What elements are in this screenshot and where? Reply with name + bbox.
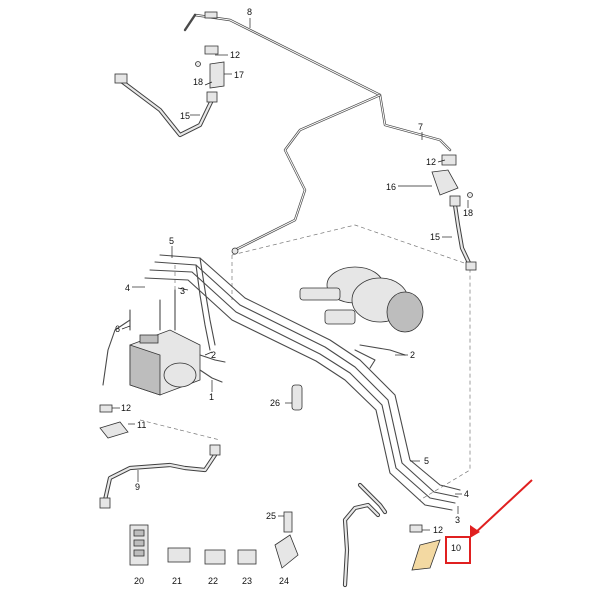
callout-9: 9	[135, 482, 140, 492]
callout-21: 21	[172, 576, 182, 586]
callout-23: 23	[242, 576, 252, 586]
bottom-parts	[129, 511, 299, 569]
brake-hose-15-right	[449, 195, 477, 271]
callout-4: 4	[464, 489, 469, 499]
callout-12: 12	[426, 157, 436, 167]
callout-1: 1	[209, 392, 214, 402]
callout-12: 12	[121, 403, 131, 413]
callout-24: 24	[279, 576, 289, 586]
callout-7: 7	[418, 122, 423, 132]
brake-hose-9	[99, 444, 221, 509]
callout-3: 3	[455, 515, 460, 525]
brake-hose-15-left	[114, 73, 218, 138]
brake-line-8	[183, 11, 452, 152]
highlight-marker	[445, 479, 533, 564]
callout-5: 5	[169, 236, 174, 246]
part-26	[291, 384, 303, 411]
callout-numbers: 8 12 17 18 15 7 12 16 18 15 5 4 3 6 2 1 …	[115, 7, 473, 586]
callout-12: 12	[230, 50, 240, 60]
brake-booster	[299, 266, 424, 369]
callout-26: 26	[270, 398, 280, 408]
callout-2: 2	[410, 350, 415, 360]
brake-line-7	[231, 93, 382, 255]
callout-2: 2	[211, 350, 216, 360]
part-21	[167, 547, 191, 563]
bracket-17	[195, 45, 225, 89]
abs-unit	[102, 289, 226, 396]
brake-hose-center	[342, 482, 388, 588]
leader-lines	[112, 18, 469, 531]
callout-10: 10	[451, 543, 461, 553]
bracket-10	[409, 524, 441, 571]
callout-6: 6	[115, 324, 120, 334]
hose-fitting	[206, 91, 218, 103]
callout-22: 22	[208, 576, 218, 586]
part-25	[283, 511, 293, 533]
highlight-arrow	[473, 479, 533, 535]
line-end	[231, 247, 239, 255]
highlight-box	[445, 536, 471, 564]
part-23	[237, 549, 257, 565]
part-22	[204, 549, 226, 565]
callout-18: 18	[193, 77, 203, 87]
callout-8: 8	[247, 7, 252, 17]
callout-5: 5	[424, 456, 429, 466]
callout-3: 3	[180, 286, 185, 296]
callout-12: 12	[433, 525, 443, 535]
callout-17: 17	[234, 70, 244, 80]
callout-4: 4	[125, 283, 130, 293]
bracket-11	[99, 404, 129, 439]
part-24	[274, 534, 299, 569]
main-line-bundle	[144, 254, 461, 511]
bracket-16	[431, 154, 473, 198]
line-fitting	[204, 11, 218, 19]
callout-11: 11	[137, 420, 146, 430]
callout-16: 16	[386, 182, 396, 192]
hose-fitting	[114, 73, 128, 84]
callout-25: 25	[266, 511, 276, 521]
callout-20: 20	[134, 576, 144, 586]
callout-15: 15	[430, 232, 440, 242]
callout-18: 18	[463, 208, 473, 218]
callout-15: 15	[180, 111, 190, 121]
